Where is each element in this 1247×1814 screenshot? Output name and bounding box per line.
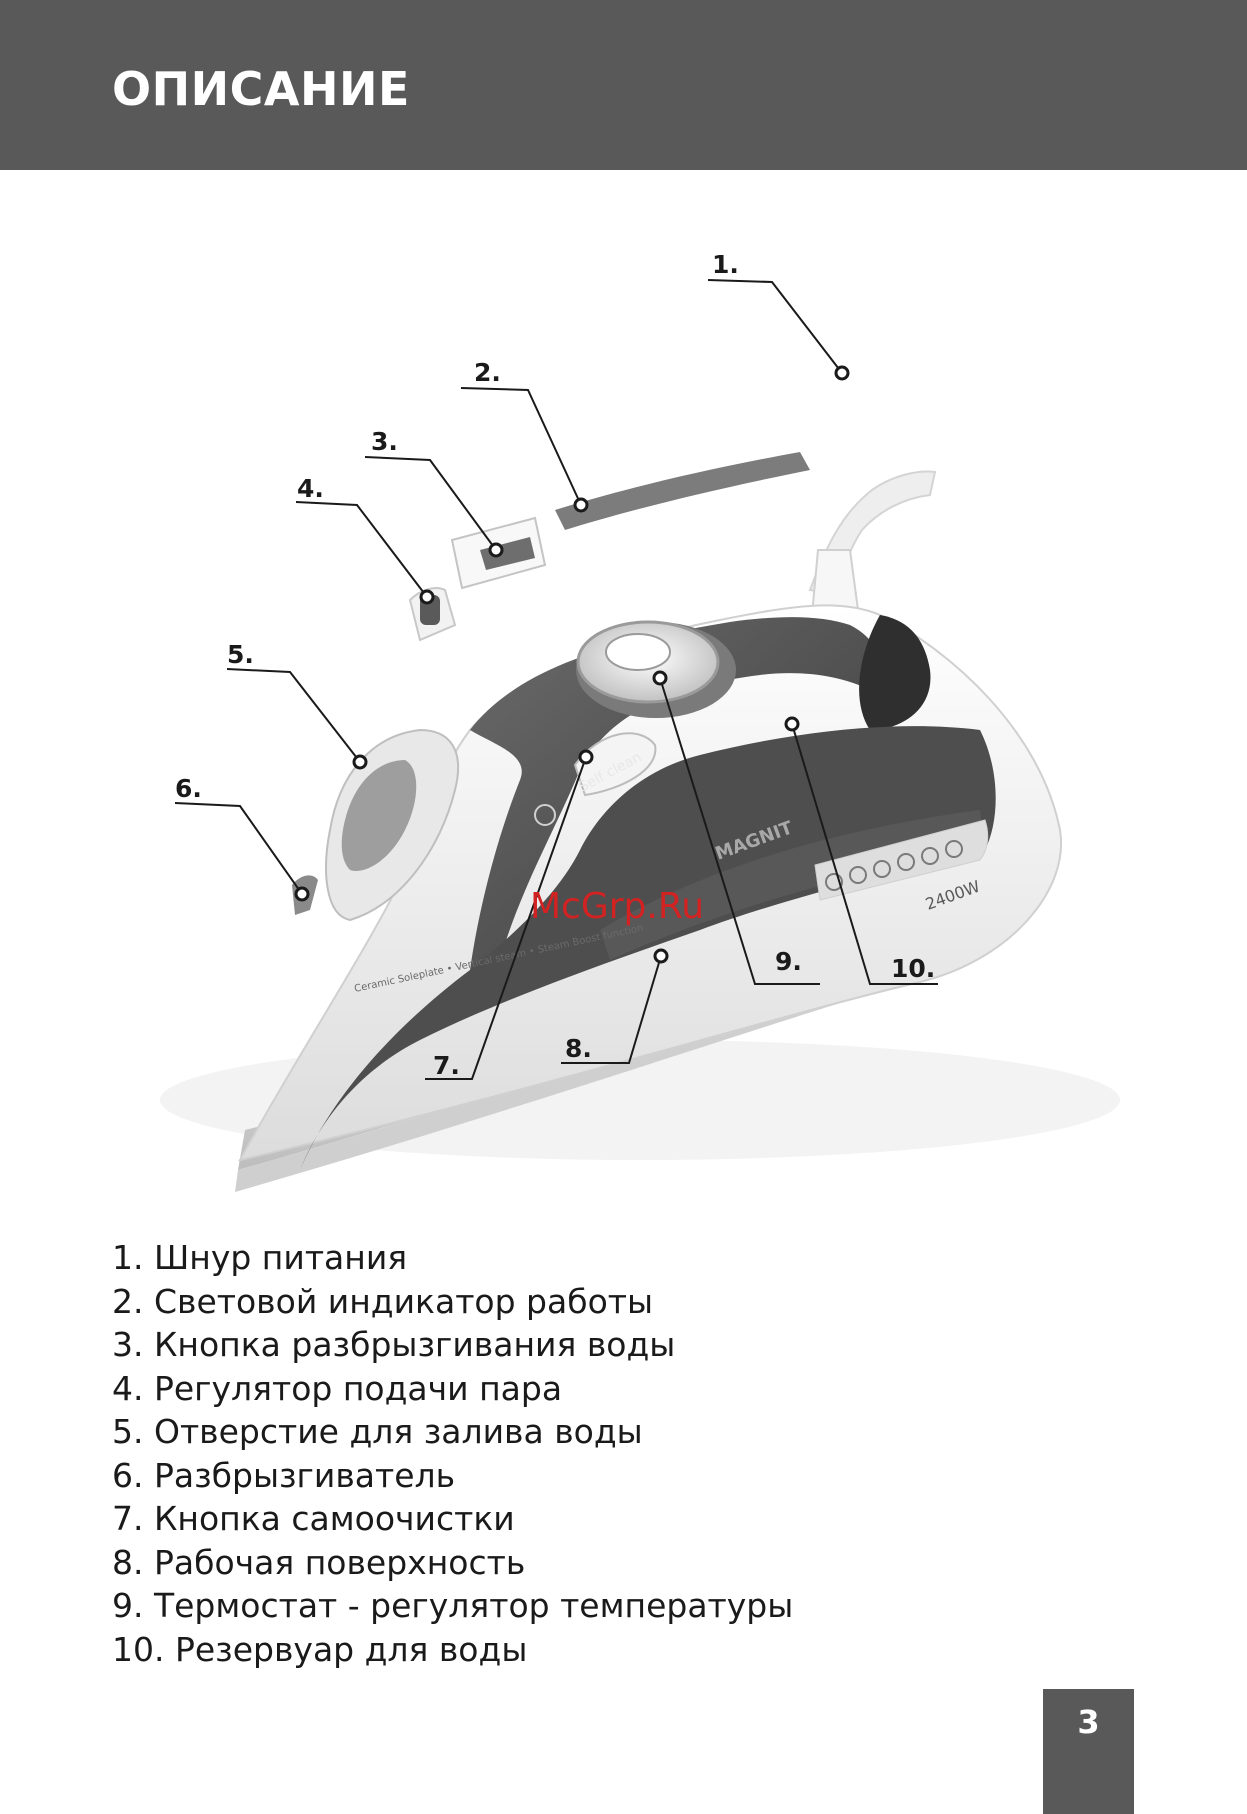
callout-dot-8 — [653, 948, 669, 964]
callout-label-6: 6. — [175, 774, 202, 803]
leader-line-5 — [226, 668, 361, 763]
part-item-4: 4. Регулятор подачи пара — [112, 1368, 563, 1408]
callout-dot-4 — [419, 589, 435, 605]
leader-line-7 — [425, 756, 587, 1080]
indicator-light — [555, 452, 810, 530]
callout-dot-9 — [652, 670, 668, 686]
callout-label-7: 7. — [433, 1051, 460, 1080]
callout-dot-10 — [784, 716, 800, 732]
power-cord — [808, 470, 937, 617]
watermark: McGrp.Ru — [530, 886, 704, 927]
leader-line-2 — [460, 387, 582, 506]
part-item-7: 7. Кнопка самоочистки — [112, 1499, 515, 1538]
callout-label-10: 10. — [891, 954, 935, 983]
callout-dot-3 — [488, 542, 504, 558]
part-item-9: 9. Термостат - регулятор температуры — [112, 1586, 794, 1625]
page-title: ОПИСАНИЕ — [112, 62, 410, 116]
callout-label-3: 3. — [371, 427, 398, 456]
callout-dot-5 — [352, 754, 368, 770]
callout-dots — [294, 365, 850, 964]
self-clean-button — [534, 732, 657, 826]
leader-line-6 — [174, 802, 303, 895]
callout-label-5: 5. — [227, 640, 254, 669]
callout-label-2: 2. — [474, 358, 501, 387]
iron-handle — [470, 615, 931, 970]
header-band: ОПИСАНИЕ — [0, 0, 1247, 170]
fill-hole — [325, 728, 460, 922]
part-item-5: 5. Отверстие для залива воды — [112, 1412, 643, 1451]
part-item-3: 3. Кнопка разбрызгивания воды — [112, 1325, 676, 1364]
iron-diagram: Self clean 2400W MAGNIT Ceramic Soleplat… — [0, 170, 1247, 1210]
leader-line-4 — [295, 501, 428, 598]
leader-lines — [174, 279, 938, 1080]
callout-dot-2 — [573, 497, 589, 513]
part-item-10: 10. Резервуар для воды — [112, 1629, 528, 1669]
callout-label-9: 9. — [775, 947, 802, 976]
leader-line-10 — [791, 723, 938, 985]
leader-line-3 — [364, 456, 497, 551]
part-item-1: 1. Шнур питания — [112, 1238, 408, 1277]
page-number: 3 — [1077, 1703, 1100, 1741]
leader-line-9 — [659, 677, 820, 985]
leader-line-1 — [707, 279, 843, 374]
control-strip — [814, 819, 989, 901]
part-item-8: 8. Рабочая поверхность — [112, 1542, 526, 1582]
callout-label-4: 4. — [297, 474, 324, 503]
part-item-6: 6. Разбрызгиватель — [112, 1455, 456, 1495]
callout-dot-1 — [834, 365, 850, 381]
page-number-box: 3 — [1043, 1689, 1134, 1814]
callout-dot-7 — [578, 749, 594, 765]
callout-label-1: 1. — [712, 250, 739, 279]
part-item-2: 2. Световой индикатор работы — [112, 1281, 654, 1321]
leader-line-8 — [561, 955, 662, 1064]
thermostat-dial — [576, 620, 736, 718]
callout-label-8: 8. — [565, 1034, 592, 1063]
parts-list: 1. Шнур питания 2. Световой индикатор ра… — [112, 1236, 793, 1671]
callout-dot-6 — [294, 886, 310, 902]
